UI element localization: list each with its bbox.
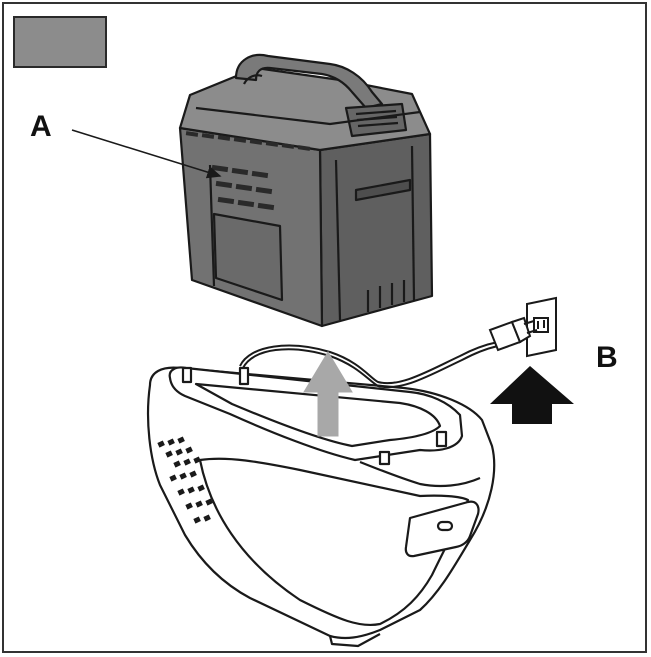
step-badge [13, 16, 107, 68]
rim-post [238, 366, 250, 386]
power-plug-icon [488, 316, 538, 352]
charger-vents [157, 436, 213, 524]
battery-pack-icon [178, 53, 434, 328]
up-arrow-icon [303, 351, 353, 437]
callout-a-leader [71, 129, 222, 179]
rim-post [435, 430, 448, 448]
rim-post [378, 450, 391, 466]
push-arrow-icon [490, 366, 574, 424]
charger-foot [328, 633, 381, 648]
rim-post [181, 366, 193, 384]
wall-outlet-icon [526, 296, 557, 358]
callout-b-label: B [596, 341, 618, 374]
charger-edge [359, 460, 481, 488]
power-cord [239, 341, 499, 389]
status-led [436, 520, 454, 532]
charger-panel [198, 457, 470, 627]
callout-a-label: A [30, 110, 52, 143]
